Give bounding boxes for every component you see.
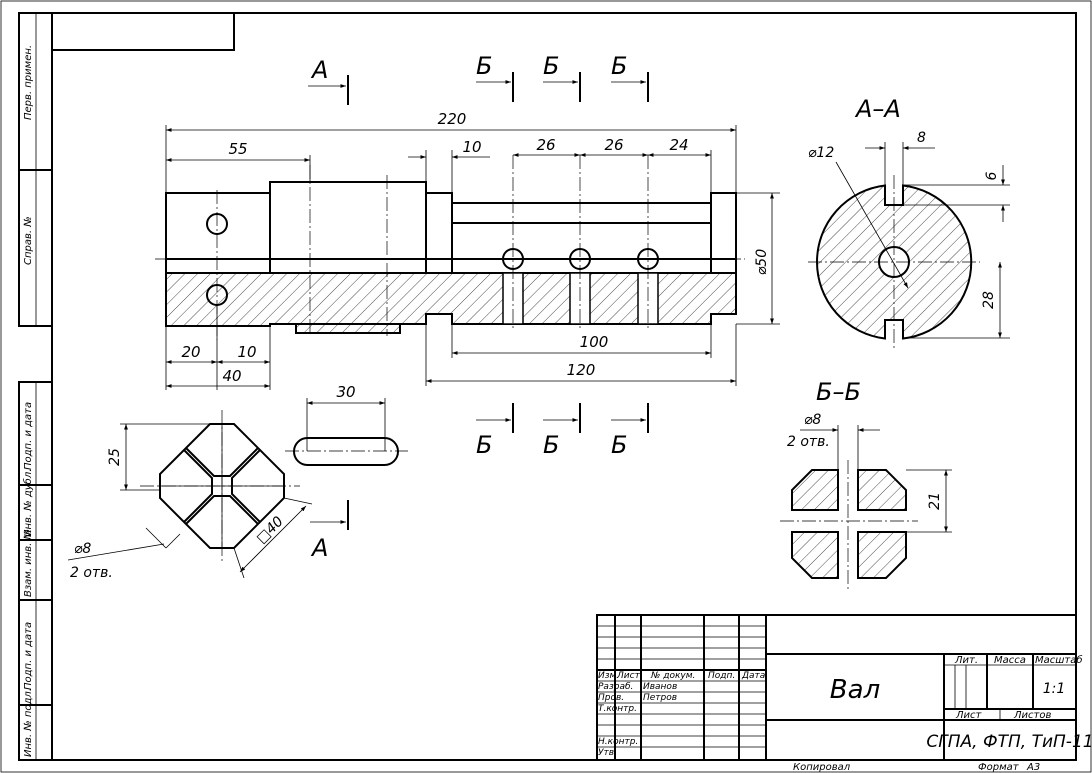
marker-a-top: А (310, 56, 328, 84)
tb-utv-label: Утв. (598, 748, 617, 758)
tb-tkontr-label: Т.контр. (598, 704, 637, 714)
tb-massa-label: Масса (994, 655, 1026, 666)
tb-razrab-label: Разраб. (598, 682, 633, 692)
dim-120: 120 (567, 361, 596, 379)
dim-26-a: 26 (536, 136, 555, 154)
dim-bb-21: 21 (927, 492, 943, 510)
dim-100: 100 (580, 333, 609, 351)
footer-format-label: Формат (978, 762, 1020, 773)
dim-slot-30: 30 (336, 383, 355, 401)
stamp-sprav-no: Справ. № (23, 216, 34, 265)
section-bb-title: Б–Б (816, 378, 861, 406)
dim-220: 220 (438, 110, 467, 128)
tb-col-doc: № докум. (650, 671, 695, 681)
dim-55: 55 (228, 140, 247, 158)
marker-b-top-3: Б (611, 52, 627, 80)
title-block: Изм. Лист № докум. Подп. Дата Разраб. Ив… (596, 614, 1092, 761)
marker-b-bottom-2: Б (543, 431, 559, 459)
dim-10-bottom: 10 (237, 343, 256, 361)
stamp-inv-podl: Инв. № подл. (23, 688, 34, 757)
dim-bb-holes: 2 отв. (787, 434, 830, 450)
marker-b-bottom-3: Б (611, 431, 627, 459)
tb-col-podp: Подп. (708, 671, 735, 681)
dim-bb-phi8: ⌀8 (804, 412, 821, 428)
slot-view: 30 (285, 383, 408, 466)
section-aa-title: А–А (854, 95, 901, 123)
tb-nkontr-label: Н.контр. (598, 737, 638, 747)
tb-organization: СГПА, ФТП, ТиП-11 (926, 732, 1092, 752)
stamp-podp-data-1: Подп. и дата (23, 402, 34, 470)
tb-razrab-name: Иванов (643, 682, 677, 692)
tb-col-izm: Изм. (598, 671, 619, 681)
dim-aa-phi12: ⌀12 (808, 145, 834, 161)
tb-col-list: Лист (616, 671, 641, 681)
section-markers: А Б Б Б Б Б Б А (308, 52, 649, 562)
dim-sq-holes: 2 отв. (70, 565, 113, 581)
dim-aa-8: 8 (917, 130, 926, 146)
section-bb: Б–Б ⌀8 2 отв. 21 (780, 378, 952, 590)
tb-masshtab-label: Масштаб (1035, 654, 1083, 666)
dim-20: 20 (181, 343, 200, 361)
square-view: 25 □40 ⌀8 2 отв. (67, 410, 313, 581)
section-aa: А–А ⌀12 8 6 28 (808, 95, 1010, 350)
marker-b-bottom-1: Б (476, 431, 492, 459)
marker-b-top-2: Б (543, 52, 559, 80)
stamp-inv-dubl: Инв. № дубл. (22, 469, 34, 537)
dim-24: 24 (669, 136, 688, 154)
footer-format-value: А3 (1026, 762, 1040, 773)
tb-listov-label: Листов (1013, 710, 1051, 721)
stamp-perv-primen: Перв. примен. (23, 45, 34, 120)
marker-a-bottom: А (310, 534, 328, 562)
tb-prov-name: Петров (643, 693, 677, 703)
stamp-podp-data-2: Подп. и дата (23, 622, 34, 690)
main-view (155, 155, 745, 340)
sheet-footer: Копировал Формат А3 (793, 762, 1040, 773)
dim-sq-phi8: ⌀8 (74, 541, 91, 557)
side-stamp: Перв. примен. Справ. № Подп. и дата Инв.… (18, 12, 53, 761)
tb-list-label: Лист (955, 710, 983, 721)
footer-kopiroval: Копировал (793, 762, 851, 773)
tb-col-data: Дата (741, 671, 765, 681)
tb-lit-label: Лит. (954, 655, 978, 666)
dim-40: 40 (222, 367, 241, 385)
tb-prov-label: Пров. (598, 693, 624, 703)
marker-b-top-1: Б (476, 52, 492, 80)
main-view-dimensions: 220 55 10 26 26 24 ⌀50 20 10 40 (165, 110, 780, 390)
tb-scale-value: 1:1 (1043, 681, 1066, 697)
stamp-vzam-inv: Взам. инв. № (23, 529, 34, 597)
tb-part-name: Вал (830, 675, 880, 705)
dim-aa-6: 6 (984, 171, 1000, 180)
dim-26-b: 26 (604, 136, 623, 154)
dim-phi50: ⌀50 (754, 249, 770, 275)
dim-aa-28: 28 (981, 291, 997, 309)
dim-sq-25: 25 (107, 448, 123, 466)
dim-10-top: 10 (462, 138, 481, 156)
